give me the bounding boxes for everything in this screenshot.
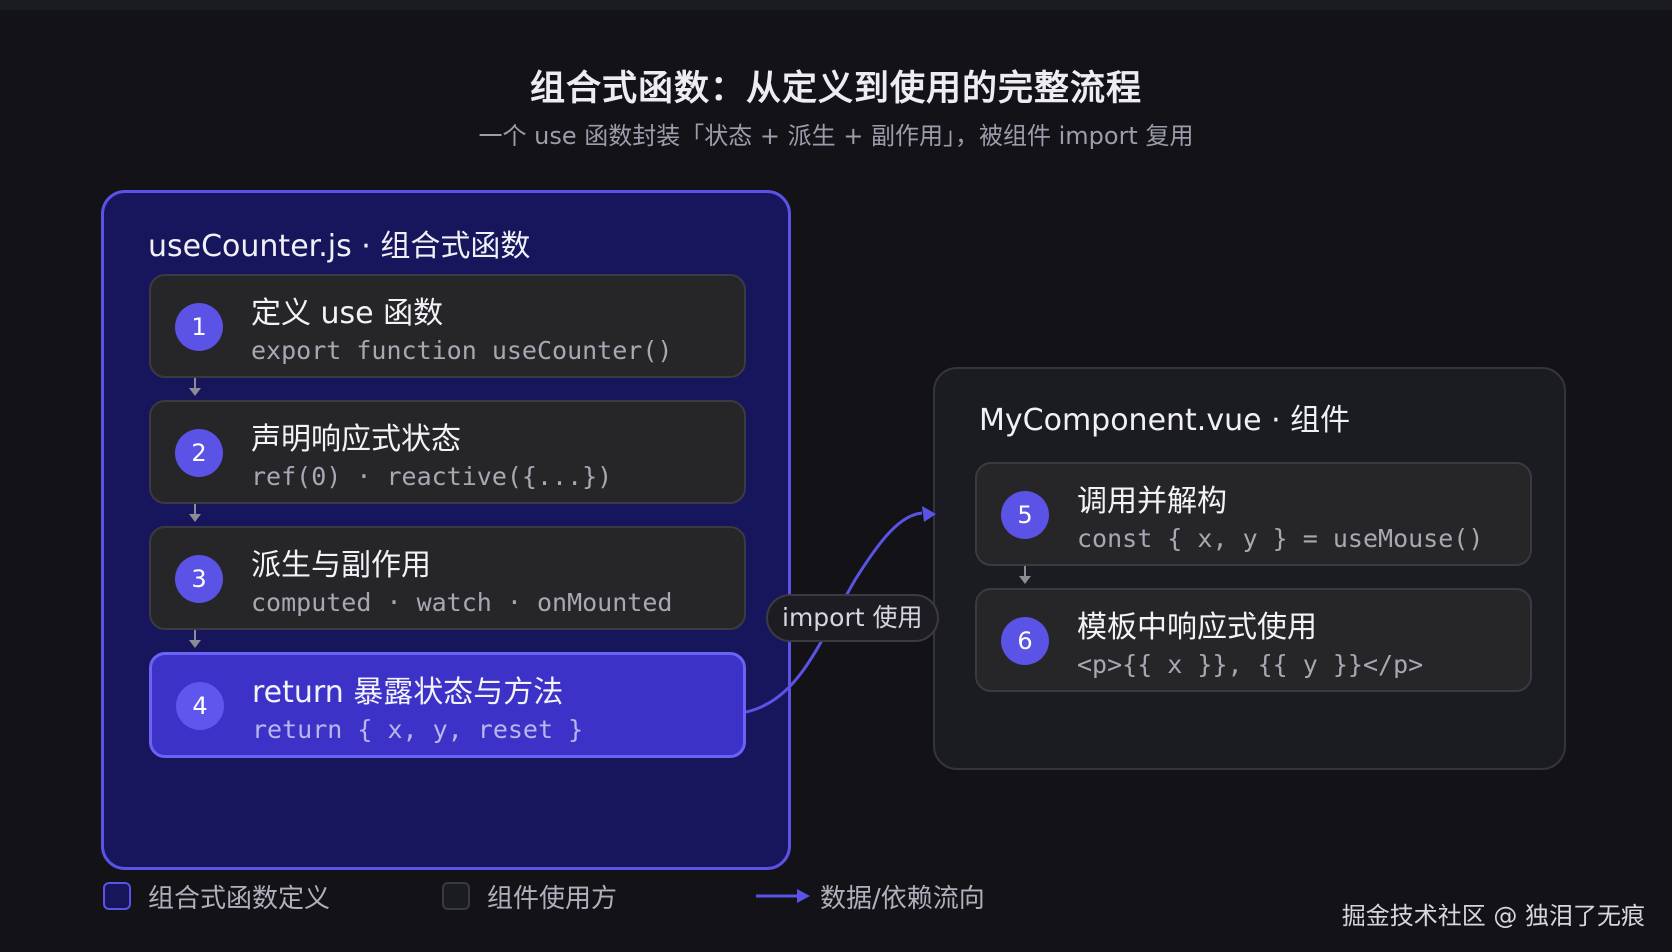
step-title: 模板中响应式使用 [1077, 610, 1317, 645]
step-connector-line [194, 378, 196, 389]
step-declare-state: 2 声明响应式状态 ref(0) · reactive({...}) [149, 400, 746, 504]
legend-consumer-swatch [442, 882, 470, 910]
step-connector-line [194, 630, 196, 641]
step-code: ref(0) · reactive({...}) [251, 462, 613, 491]
step-code: const { x, y } = useMouse() [1077, 524, 1484, 553]
composable-panel-title: useCounter.js · 组合式函数 [148, 229, 531, 264]
step-define-function: 1 定义 use 函数 export function useCounter() [149, 274, 746, 378]
step-connector-arrow-icon [1019, 576, 1031, 584]
step-number-badge: 2 [175, 429, 223, 477]
step-connector-line [1024, 566, 1026, 577]
composable-panel: useCounter.js · 组合式函数 1 定义 use 函数 export… [101, 190, 791, 870]
step-connector-arrow-icon [189, 388, 201, 396]
watermark: 掘金技术社区 @ 独泪了无痕 [1341, 902, 1645, 930]
top-bar [0, 0, 1672, 10]
step-code: return { x, y, reset } [252, 715, 584, 744]
diagram-subtitle: 一个 use 函数封装「状态 + 派生 + 副作用」，被组件 import 复用 [478, 122, 1194, 150]
step-code: computed · watch · onMounted [251, 588, 673, 617]
step-connector-arrow-icon [189, 640, 201, 648]
step-return-exports: 4 return 暴露状态与方法 return { x, y, reset } [149, 652, 746, 758]
legend-definition-label: 组合式函数定义 [148, 884, 331, 914]
step-code: <p>{{ x }}, {{ y }}</p> [1077, 650, 1424, 679]
step-number-badge: 5 [1001, 491, 1049, 539]
step-call-destructure: 5 调用并解构 const { x, y } = useMouse() [975, 462, 1532, 566]
legend-definition-swatch [103, 882, 131, 910]
step-number-badge: 4 [176, 682, 224, 730]
component-panel: MyComponent.vue · 组件 5 调用并解构 const { x, … [933, 367, 1566, 770]
step-title: 声明响应式状态 [251, 422, 461, 457]
step-template-usage: 6 模板中响应式使用 <p>{{ x }}, {{ y }}</p> [975, 588, 1532, 692]
step-derived-effects: 3 派生与副作用 computed · watch · onMounted [149, 526, 746, 630]
import-flow-curve [745, 511, 923, 714]
step-code: export function useCounter() [251, 336, 673, 365]
import-flow-arrowhead-icon [922, 506, 936, 522]
legend-consumer-label: 组件使用方 [487, 884, 618, 914]
legend-flow-arrow-icon [797, 889, 810, 903]
diagram-title: 组合式函数：从定义到使用的完整流程 [529, 69, 1142, 109]
step-number-badge: 6 [1001, 617, 1049, 665]
step-title: 定义 use 函数 [251, 296, 444, 331]
step-connector-line [194, 504, 196, 515]
step-number-badge: 3 [175, 555, 223, 603]
component-panel-title: MyComponent.vue · 组件 [979, 403, 1351, 438]
step-title: 调用并解构 [1077, 484, 1227, 519]
step-title: return 暴露状态与方法 [252, 675, 564, 710]
import-connector-label: import 使用 [766, 594, 939, 642]
step-connector-arrow-icon [189, 514, 201, 522]
step-title: 派生与副作用 [251, 548, 431, 583]
step-number-badge: 1 [175, 303, 223, 351]
legend-flow-label: 数据/依赖流向 [820, 884, 985, 914]
